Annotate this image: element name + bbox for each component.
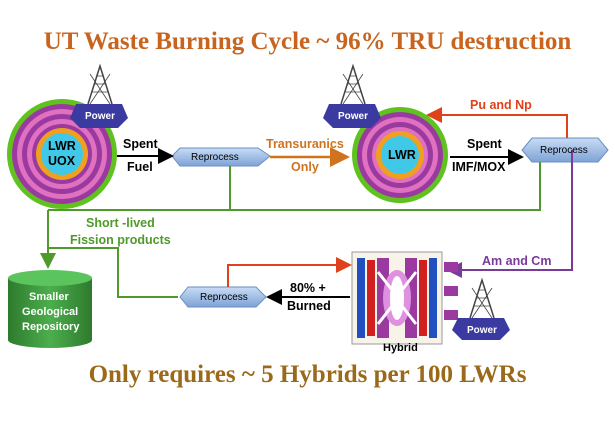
power-label-right: Power [338, 111, 369, 122]
reactor-left-label-1: LWR [48, 139, 76, 153]
lwr-reactor-icon [352, 107, 448, 203]
transuranics-label-2: Only [291, 160, 319, 174]
repository-label-2: Geological [22, 306, 79, 318]
burned-label-2: Burned [287, 299, 331, 313]
spent-imf-label-1: Spent [467, 137, 502, 151]
reprocess-bottom-shape [179, 286, 267, 308]
power-tower-icon [70, 63, 128, 128]
reprocess-bottom-label[interactable]: Reprocess [200, 292, 248, 303]
spent-fuel-label-2: Fuel [127, 160, 153, 174]
short-lived-label: Short -lived [86, 216, 155, 230]
spent-imf-label-2: IMF/MOX [452, 160, 506, 174]
power-tower-icon [323, 63, 381, 128]
repository-label-1: Smaller [29, 291, 69, 303]
pu-np-label: Pu and Np [470, 98, 532, 112]
hybrid-reactor-icon [351, 251, 458, 345]
power-label-hybrid: Power [467, 325, 498, 336]
power-tower-icon [452, 277, 510, 340]
diagram-title: UT Waste Burning Cycle ~ 96% TRU destruc… [43, 28, 572, 55]
transuranics-label-1: Transuranics [266, 137, 344, 151]
reprocess-right-label[interactable]: Reprocess [540, 145, 588, 156]
footer-caption: Only requires ~ 5 Hybrids per 100 LWRs [88, 361, 527, 388]
power-label-left: Power [85, 111, 116, 122]
hybrid-label: Hybrid [383, 342, 418, 354]
spent-fuel-label-1: Spent [123, 137, 158, 151]
lwr-uox-reactor-icon [7, 99, 117, 209]
fission-products-label: Fission products [70, 233, 171, 247]
repository-icon [8, 270, 92, 348]
reprocess-left-label[interactable]: Reprocess [191, 152, 239, 163]
reactor-right-label: LWR [388, 148, 416, 162]
reactor-left-label-2: UOX [48, 154, 76, 168]
burned-label-1: 80% + [290, 281, 326, 295]
am-cm-label: Am and Cm [482, 254, 552, 268]
repository-label-3: Repository [22, 321, 80, 333]
